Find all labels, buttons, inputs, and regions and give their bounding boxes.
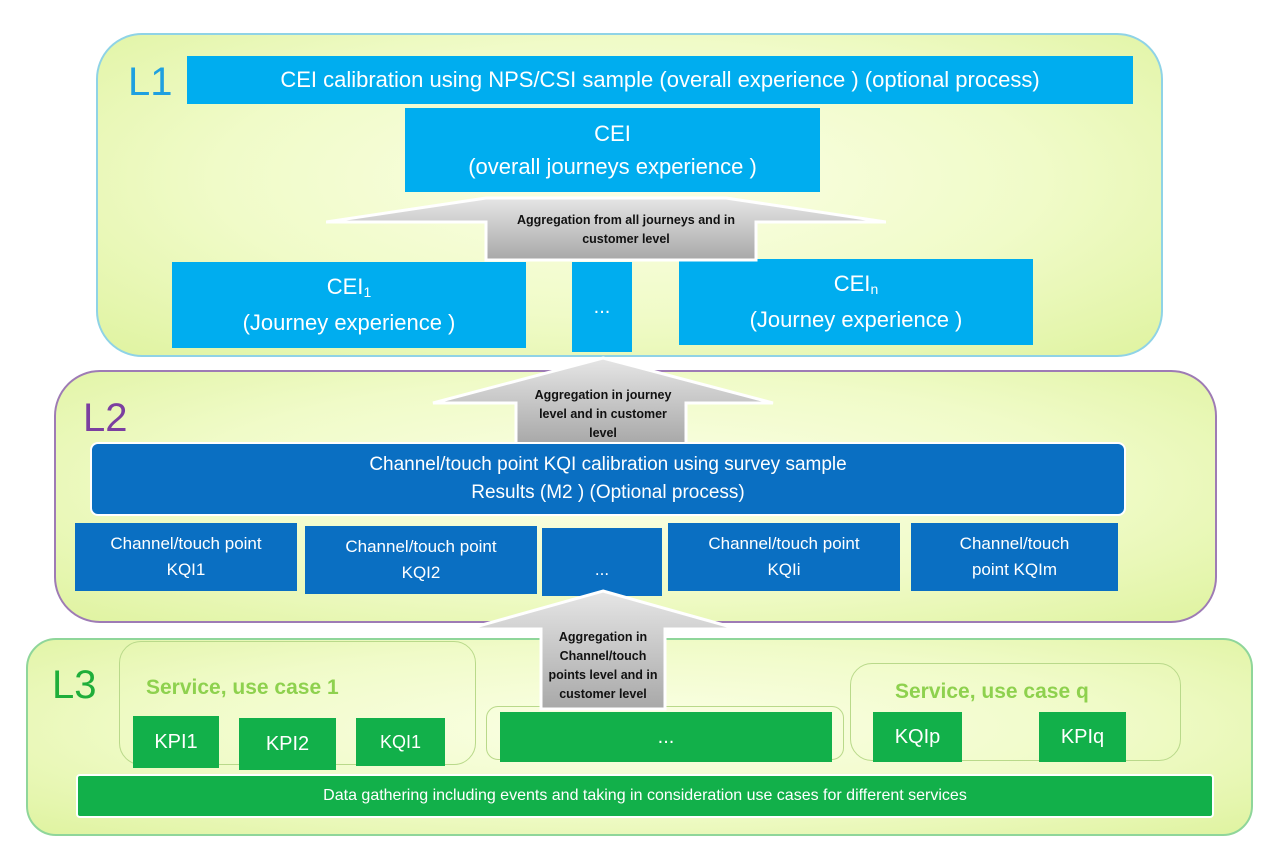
cei-journey-n-subtitle: (Journey experience ) — [749, 307, 963, 332]
cei-journey-1-title: CEI1 — [327, 270, 371, 306]
cei-calibration-box: CEI calibration using NPS/CSI sample (ov… — [187, 56, 1133, 104]
channel-kqi-i-box: Channel/touch point KQIi — [668, 523, 900, 591]
cei-calibration-text: CEI calibration using NPS/CSI sample (ov… — [280, 67, 1040, 92]
data-gathering-text: Data gathering including events and taki… — [323, 787, 967, 804]
kpi-q-text: KPIq — [1060, 725, 1105, 748]
aggregation-arrow-2-text: Aggregation in journey level and in cust… — [534, 387, 672, 440]
kqi-p-box: KQIp — [873, 712, 962, 762]
aggregation-arrow-2: Aggregation in journey level and in cust… — [430, 355, 776, 447]
layer-l2-label: L2 — [83, 396, 128, 440]
data-gathering-box: Data gathering including events and taki… — [76, 774, 1214, 818]
cei-ellipsis-box: ... — [572, 262, 632, 352]
aggregation-arrow-1: Aggregation from all journeys and in cus… — [326, 196, 886, 262]
channel-kqi-m-box: Channel/touch point KQIm — [911, 523, 1118, 591]
service-ellipsis-box: ... — [500, 712, 832, 762]
channel-kqi-i-line1: Channel/touch point — [708, 534, 860, 553]
channel-kqi-m-line2: point KQIm — [971, 560, 1058, 579]
service-use-case-1-title: Service, use case 1 — [146, 676, 339, 699]
cei-n-title-text: CEI — [833, 271, 871, 296]
cei-overall-box: CEI (overall journeys experience ) — [405, 108, 820, 192]
aggregation-arrow-1-text: Aggregation from all journeys and in cus… — [516, 213, 736, 246]
channel-kqi-1-line1: Channel/touch point — [110, 534, 262, 553]
channel-kqi-2-line2: KQI2 — [401, 563, 441, 582]
service-use-case-q-frame — [850, 663, 1181, 761]
channel-kqi-2-box: Channel/touch point KQI2 — [305, 526, 537, 594]
kpi-q-box: KPIq — [1039, 712, 1126, 762]
kpi-2-box: KPI2 — [239, 718, 336, 770]
kqi-1-text: KQI1 — [379, 731, 422, 752]
kqi-p-text: KQIp — [894, 725, 941, 748]
aggregation-arrow-3-text: Aggregation in Channel/touch points leve… — [548, 630, 658, 701]
kpi-1-text: KPI1 — [154, 730, 198, 753]
cei-ellipsis-text: ... — [593, 295, 611, 318]
cei-journey-1-box: CEI1 (Journey experience ) — [172, 262, 526, 348]
cei-1-title-text: CEI — [326, 274, 364, 299]
channel-kqi-m-line1: Channel/touch — [959, 534, 1070, 553]
kqi-1-box: KQI1 — [356, 718, 445, 766]
channel-kqi-i-line2: KQIi — [767, 560, 801, 579]
kqi-calibration-box: Channel/touch point KQI calibration usin… — [90, 442, 1126, 516]
cei-journey-1-subtitle: (Journey experience ) — [242, 310, 456, 335]
kqi-calibration-line1: Channel/touch point KQI calibration usin… — [369, 454, 847, 475]
channel-kqi-ellipsis-box: ... — [542, 528, 662, 596]
cei-overall-title: CEI — [594, 121, 631, 146]
layer-l1-label: L1 — [128, 60, 173, 104]
up-arrow-icon — [326, 196, 886, 262]
cei-journey-n-box: CEIn (Journey experience ) — [679, 259, 1033, 345]
channel-kqi-1-box: Channel/touch point KQI1 — [75, 523, 297, 591]
aggregation-arrow-3: Aggregation in Channel/touch points leve… — [465, 588, 741, 712]
service-use-case-q-title: Service, use case q — [895, 680, 1089, 703]
cei-journey-n-title: CEIn — [834, 267, 878, 303]
channel-kqi-1-line2: KQI1 — [166, 560, 206, 579]
kpi-2-text: KPI2 — [265, 732, 310, 755]
cei-n-subscript: n — [870, 281, 879, 297]
channel-kqi-2-line1: Channel/touch point — [345, 537, 497, 556]
cei-1-subscript: 1 — [363, 284, 372, 300]
up-arrow-icon — [467, 589, 739, 711]
cei-overall-subtitle: (overall journeys experience ) — [468, 154, 757, 179]
channel-kqi-ellipsis-text: ... — [594, 560, 610, 579]
layer-l3-label: L3 — [52, 663, 97, 707]
service-ellipsis-text: ... — [657, 725, 675, 748]
kpi-1-box: KPI1 — [133, 716, 219, 768]
kqi-calibration-line2: Results (M2 ) (Optional process) — [471, 482, 745, 503]
